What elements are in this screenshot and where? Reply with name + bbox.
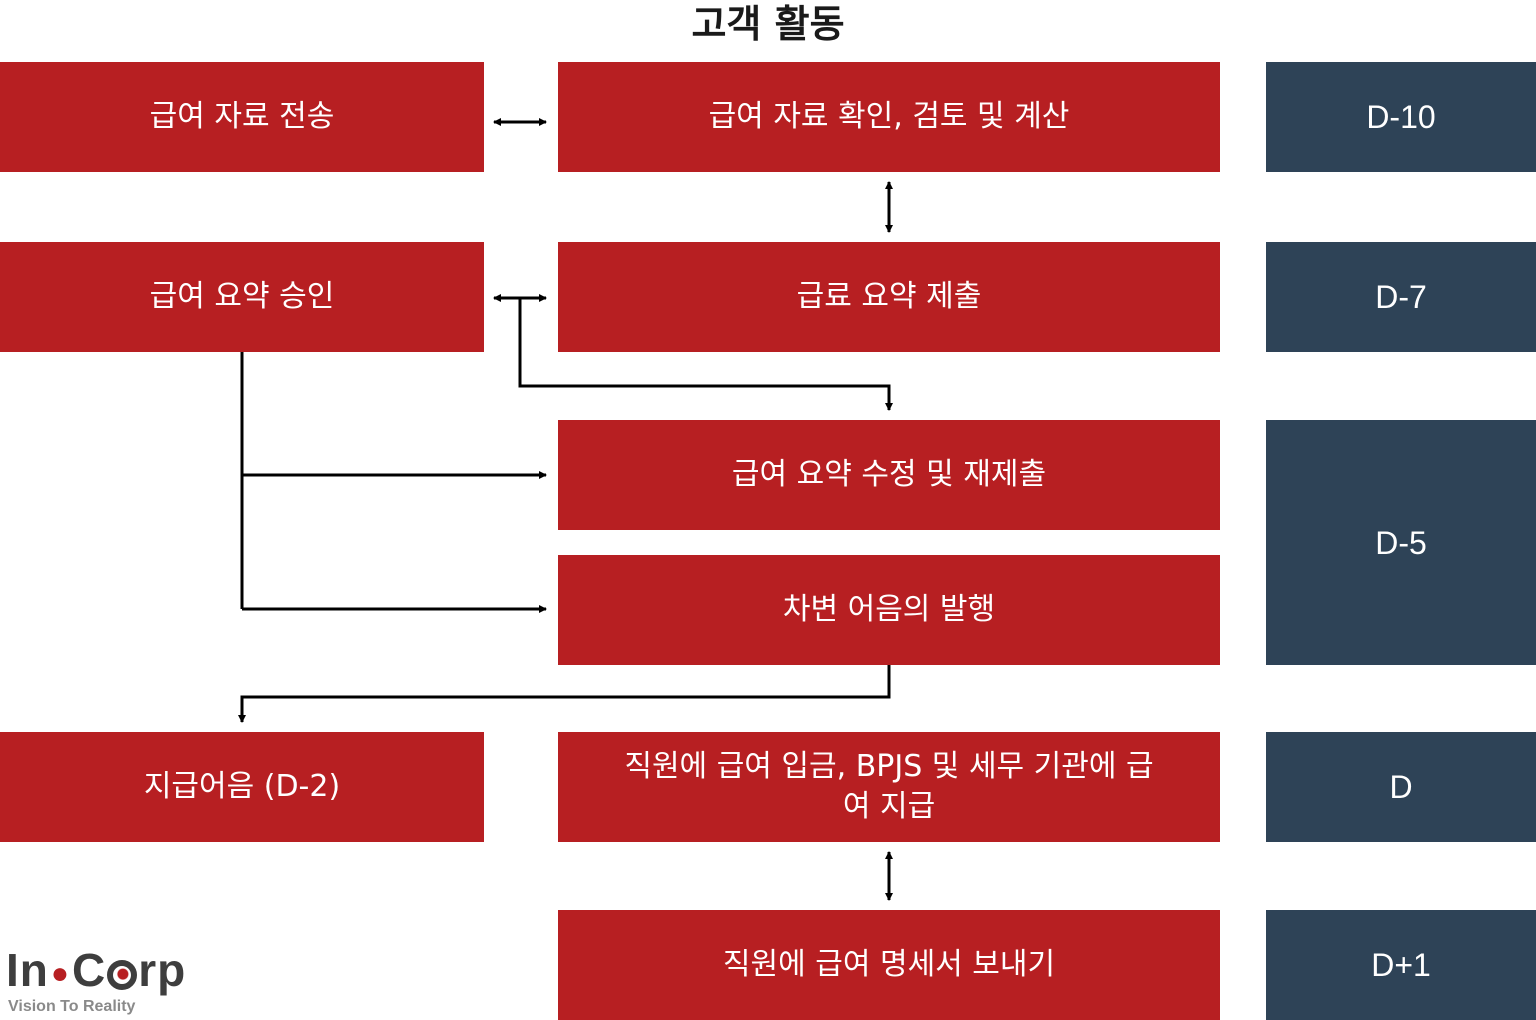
box-payment-note: 지급어음 (D-2) <box>0 732 484 842</box>
box-approve-summary: 급여 요약 승인 <box>0 242 484 352</box>
day-badge-d10: D-10 <box>1266 62 1536 172</box>
globe-icon <box>107 960 138 990</box>
logo-text-left: In <box>6 944 49 996</box>
box-submit-summary: 급료 요약 제출 <box>558 242 1220 352</box>
arrow-debit-to-payment <box>238 665 891 723</box>
logo-dot-icon: ● <box>50 956 71 990</box>
box-revise-summary: 급여 요약 수정 및 재제출 <box>558 420 1220 530</box>
day-badge-d7: D-7 <box>1266 242 1536 352</box>
day-badge-d5: D-5 <box>1266 420 1536 665</box>
arrow-to-revise-top <box>518 298 893 411</box>
logo-text-right: rp <box>138 944 187 996</box>
box-verify-payroll-data: 급여 자료 확인, 검토 및 계산 <box>558 62 1220 172</box>
logo-tagline: Vision To Reality <box>8 998 136 1015</box>
box-send-payslips: 직원에 급여 명세서 보내기 <box>558 910 1220 1020</box>
day-badge-d0: D <box>1266 732 1536 842</box>
logo-text-c: C <box>72 944 107 996</box>
box-pay-salaries: 직원에 급여 입금, BPJS 및 세무 기관에 급여 지급 <box>558 732 1220 842</box>
box-issue-debit-note: 차변 어음의 발행 <box>558 555 1220 665</box>
day-badge-d-plus1: D+1 <box>1266 910 1536 1020</box>
page-title: 고객 활동 <box>691 2 845 46</box>
box-send-payroll-data: 급여 자료 전송 <box>0 62 484 172</box>
